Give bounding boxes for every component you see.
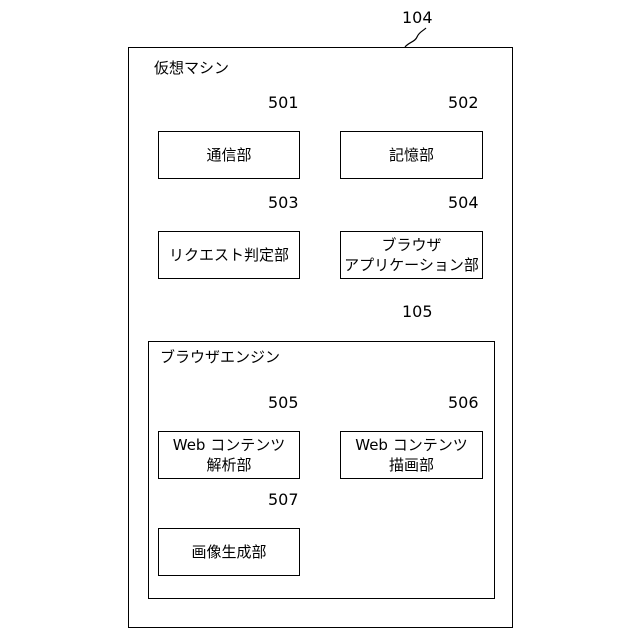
browser-application-unit-box: ブラウザ アプリケーション部	[340, 231, 483, 279]
component-ref-503: 503	[268, 193, 299, 213]
browser-engine-ref: 105	[402, 302, 433, 322]
web-content-analysis-unit-box: Web コンテンツ 解析部	[158, 431, 300, 479]
virtual-machine-ref: 104	[402, 8, 433, 28]
component-ref-507: 507	[268, 490, 299, 510]
component-ref-504: 504	[448, 193, 479, 213]
component-label-line2: 描画部	[389, 455, 434, 475]
virtual-machine-title: 仮想マシン	[154, 58, 229, 78]
component-label-line1: Web コンテンツ	[173, 435, 285, 455]
component-label: 画像生成部	[191, 542, 266, 562]
request-determination-unit-box: リクエスト判定部	[158, 231, 300, 279]
component-ref-505: 505	[268, 393, 299, 413]
browser-engine-title: ブラウザエンジン	[160, 347, 280, 367]
component-label: 通信部	[206, 145, 251, 165]
component-ref-506: 506	[448, 393, 479, 413]
communication-unit-box: 通信部	[158, 131, 300, 179]
component-label: リクエスト判定部	[169, 245, 289, 265]
component-ref-501: 501	[268, 93, 299, 113]
image-generation-unit-box: 画像生成部	[158, 528, 300, 576]
component-label-line2: アプリケーション部	[344, 255, 479, 275]
component-label-line2: 解析部	[206, 455, 251, 475]
storage-unit-box: 記憶部	[340, 131, 483, 179]
leader-104	[405, 28, 426, 47]
web-content-rendering-unit-box: Web コンテンツ 描画部	[340, 431, 483, 479]
component-label: 記憶部	[389, 145, 434, 165]
component-label-line1: ブラウザ	[381, 235, 441, 255]
component-label-line1: Web コンテンツ	[355, 435, 467, 455]
component-ref-502: 502	[448, 93, 479, 113]
